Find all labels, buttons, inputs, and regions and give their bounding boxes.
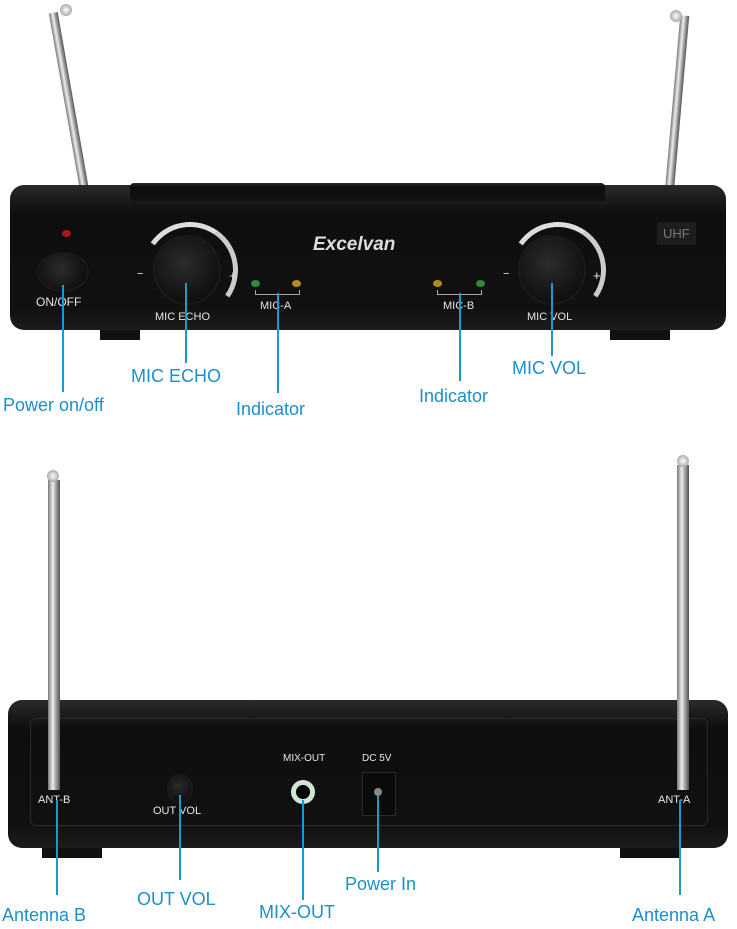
front-body [10, 185, 726, 330]
antenna-b-base [48, 700, 60, 790]
minus-sign: − [503, 268, 510, 280]
callout-antenna-a: Antenna A [632, 905, 716, 925]
dc-label: DC 5V [362, 753, 392, 764]
callout-mic-echo: MIC ECHO [131, 366, 221, 386]
antenna-left [48, 11, 89, 191]
ant-a-label: ANT-A [658, 794, 691, 806]
callout-line [459, 293, 461, 381]
callout-power: Power on/off [3, 395, 104, 415]
antenna-tip [677, 455, 689, 467]
mic-b-led-green [476, 280, 485, 287]
callout-power-in: Power In [345, 874, 417, 894]
mic-b-label: MIC-B [443, 300, 474, 312]
callout-mix-out: MIX-OUT [259, 902, 335, 922]
callout-antenna-b: Antenna B [2, 905, 87, 925]
mic-a-led-amber [292, 280, 301, 287]
callout-line [377, 796, 379, 872]
callout-line [277, 293, 279, 393]
callout-line [679, 800, 681, 895]
callout-line [62, 285, 64, 392]
foot [610, 330, 670, 340]
mic-echo-label: MIC ECHO [155, 311, 210, 323]
power-led [62, 230, 71, 237]
callout-line [179, 795, 181, 880]
plus-sign: + [593, 268, 601, 283]
plus-sign: + [229, 268, 237, 283]
callout-out-vol: OUT VOL [137, 889, 216, 909]
power-label: ON/OFF [36, 295, 82, 309]
out-vol-label: OUT VOL [153, 805, 202, 817]
mic-a-label: MIC-A [260, 300, 292, 312]
callout-line [302, 800, 304, 900]
mic-echo-knob[interactable] [153, 235, 221, 305]
antenna-tip [60, 4, 72, 16]
foot [42, 848, 102, 858]
mic-b-led-amber [433, 280, 442, 287]
ant-b-label: ANT-B [38, 794, 71, 806]
callout-indicator-b: Indicator [419, 386, 489, 406]
mic-vol-label: MIC VOL [527, 311, 573, 323]
front-body-shoulder [130, 183, 605, 203]
foot [620, 848, 680, 858]
dc-pin [374, 788, 382, 796]
callout-mic-vol: MIC VOL [512, 358, 587, 378]
mix-out-label: MIX-OUT [283, 753, 326, 764]
antenna-tip [670, 10, 682, 22]
antenna-a-base [677, 700, 689, 790]
mic-vol-knob[interactable] [518, 235, 586, 305]
callout-line [185, 283, 187, 363]
callout-line [551, 283, 553, 356]
antenna-tip [47, 470, 59, 482]
callout-indicator-a: Indicator [236, 399, 306, 419]
minus-sign: − [137, 268, 144, 280]
back-panel-inset [30, 718, 708, 826]
uhf-badge: UHF [657, 222, 696, 245]
antenna-right [665, 15, 690, 191]
mic-a-led-green [251, 280, 260, 287]
foot [100, 330, 140, 340]
brand-logo: Excelvan [313, 234, 396, 255]
callout-line [56, 800, 58, 895]
